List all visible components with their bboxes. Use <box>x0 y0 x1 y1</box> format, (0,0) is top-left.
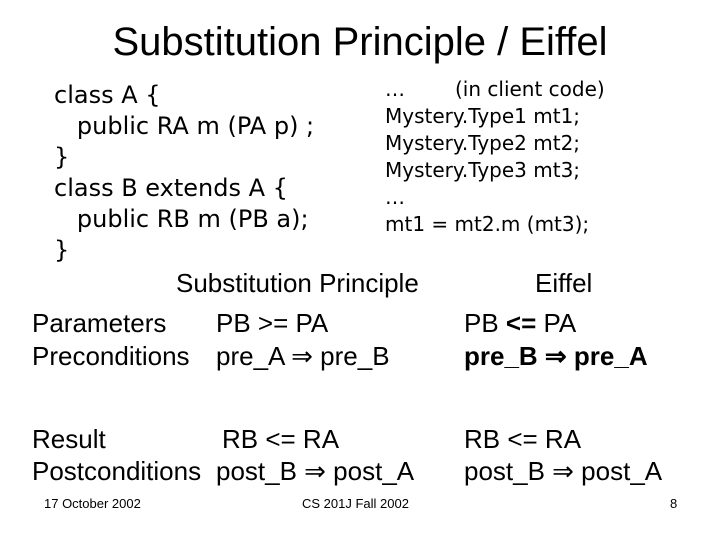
footer-date: 17 October 2002 <box>44 496 141 511</box>
code-line-6: } <box>54 236 70 264</box>
postconditions-eiffel: post_B ⇒ post_A <box>464 456 663 486</box>
code-line-3: } <box>54 143 70 171</box>
code-line-4: class B extends A { <box>54 174 288 202</box>
client-code-ellipsis: … <box>385 77 405 101</box>
result-label: Result <box>32 424 106 454</box>
client-code-line-1: Mystery.Type1 mt1; <box>385 104 581 128</box>
preconditions-label: Preconditions <box>32 341 190 371</box>
code-line-2: public RA m (PA p) ; <box>54 112 315 140</box>
postconditions-substitution: post_B ⇒ post_A <box>216 456 415 486</box>
slide-title: Substitution Principle / Eiffel <box>112 20 608 64</box>
postconditions-label: Postconditions <box>32 456 202 486</box>
footer-course: CS 201J Fall 2002 <box>302 496 409 511</box>
parameters-eiffel-operator: <= <box>505 308 537 338</box>
code-line-5: public RB m (PB a); <box>54 205 309 233</box>
header-substitution-principle: Substitution Principle <box>176 268 419 298</box>
result-eiffel: RB <= RA <box>464 424 582 454</box>
preconditions-substitution: pre_A ⇒ pre_B <box>216 341 390 371</box>
header-eiffel: Eiffel <box>535 268 593 298</box>
parameters-eiffel: PB <= PA <box>464 308 576 339</box>
parameters-label: Parameters <box>32 308 167 338</box>
client-code-line-3: Mystery.Type3 mt3; <box>385 158 581 182</box>
result-substitution: RB <= RA <box>222 424 340 454</box>
client-code-line-4: … <box>385 185 405 209</box>
preconditions-eiffel: pre_B ⇒ pre_A <box>464 341 648 371</box>
footer-page-number: 8 <box>670 496 678 511</box>
client-code-comment: (in client code) <box>455 77 605 101</box>
parameters-eiffel-left: PB <box>464 308 506 338</box>
parameters-eiffel-right: PA <box>536 308 577 338</box>
client-code-line-5: mt1 = mt2.m (mt3); <box>385 212 590 236</box>
client-code-line-2: Mystery.Type2 mt2; <box>385 131 581 155</box>
parameters-substitution: PB >= PA <box>216 308 329 338</box>
code-line-1: class A { <box>54 81 161 109</box>
